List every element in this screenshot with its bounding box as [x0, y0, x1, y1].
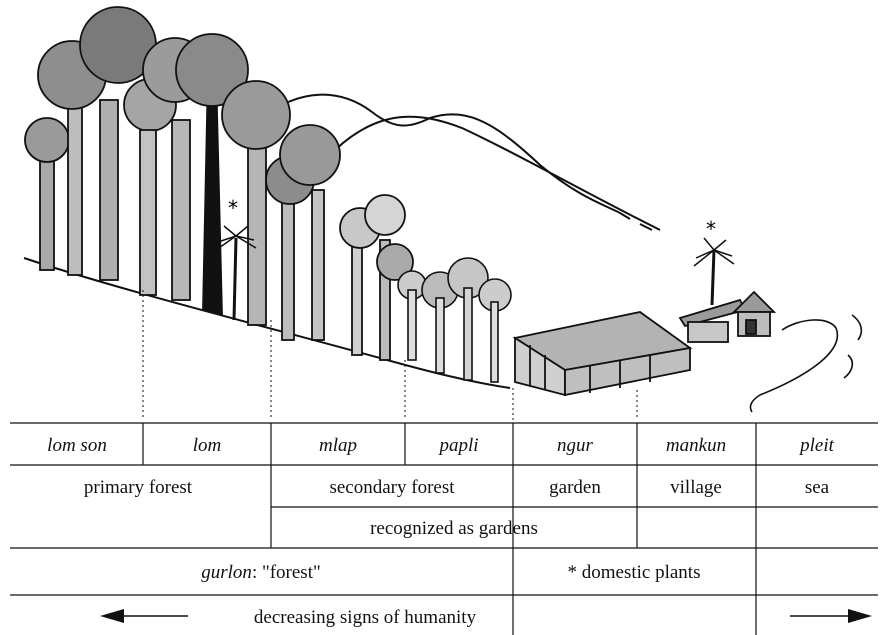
zone-ngur: ngur: [557, 435, 594, 456]
zone-mlap: mlap: [319, 435, 357, 456]
arrow-left-icon: [100, 609, 188, 623]
category-village: village: [670, 477, 722, 498]
zone-lom: lom: [193, 435, 222, 456]
arrow-right-icon: [790, 609, 872, 623]
zone-pleit: pleit: [798, 435, 834, 456]
gurlon-term: gurlon: [201, 562, 252, 583]
zone-lom-son: lom son: [47, 435, 107, 456]
recognized-as-gardens: recognized as gardens: [370, 518, 538, 539]
category-garden: garden: [549, 477, 601, 498]
gurlon-gloss: : "forest": [252, 562, 321, 583]
zone-mankun: mankun: [666, 435, 726, 456]
zone-papli: papli: [437, 435, 478, 456]
domestic-plants-label: * domestic plants: [568, 562, 701, 583]
category-secondary-forest: secondary forest: [329, 477, 455, 498]
category-primary-forest: primary forest: [84, 477, 193, 498]
decreasing-signs-label: decreasing signs of humanity: [254, 607, 477, 628]
category-sea: sea: [805, 477, 830, 498]
gurlon-forest-label: gurlon: "forest": [201, 562, 321, 583]
